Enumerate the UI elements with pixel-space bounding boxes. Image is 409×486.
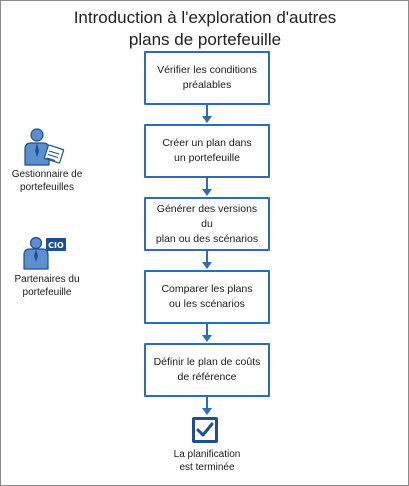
title-line-1: Introduction à l'exploration d'autres	[73, 8, 337, 27]
step-define-baseline: Définir le plan de coûts de référence	[144, 343, 270, 397]
arrow-4	[202, 335, 212, 342]
arrow-5	[202, 408, 212, 415]
connector-2	[206, 178, 208, 189]
title-line-2: plans de portefeuille	[128, 30, 282, 49]
step-create-plan: Créer un plan dans un portefeuille	[144, 124, 270, 178]
step-label: Créer un plan dans un portefeuille	[162, 137, 252, 164]
arrow-1	[202, 116, 212, 123]
step-label: Comparer les plans ou les scénarios	[161, 283, 253, 310]
arrow-2	[202, 189, 212, 196]
arrow-3	[202, 262, 212, 269]
step-label: Définir le plan de coûts de référence	[153, 356, 261, 383]
role-label: Gestionnaire de portefeuilles	[11, 169, 83, 193]
connector-1	[206, 105, 208, 116]
role-portfolio-manager: Gestionnaire de portefeuilles	[0, 168, 102, 194]
connector-5	[206, 397, 208, 408]
step-verify-prerequisites: Vérifier les conditions préalables	[144, 51, 270, 105]
step-generate-versions: Générer des versions du plan ou des scén…	[144, 197, 270, 251]
step-compare-plans: Comparer les plans ou les scénarios	[144, 270, 270, 324]
connector-4	[206, 324, 208, 335]
diagram-title: Introduction à l'exploration d'autres pl…	[40, 7, 370, 51]
cio-badge-text: CIO	[48, 241, 64, 250]
checkbox-complete-icon	[191, 416, 219, 449]
role-portfolio-partners: Partenaires du portefeuille	[0, 273, 102, 299]
portfolio-manager-icon	[20, 127, 66, 172]
step-label: Vérifier les conditions préalables	[157, 64, 257, 91]
connector-3	[206, 251, 208, 262]
cio-partner-icon: CIO	[21, 236, 69, 275]
end-label: La planification est terminée	[173, 449, 241, 473]
step-label: Générer des versions du plan ou des scén…	[155, 202, 259, 245]
role-label: Partenaires du portefeuille	[14, 274, 80, 298]
